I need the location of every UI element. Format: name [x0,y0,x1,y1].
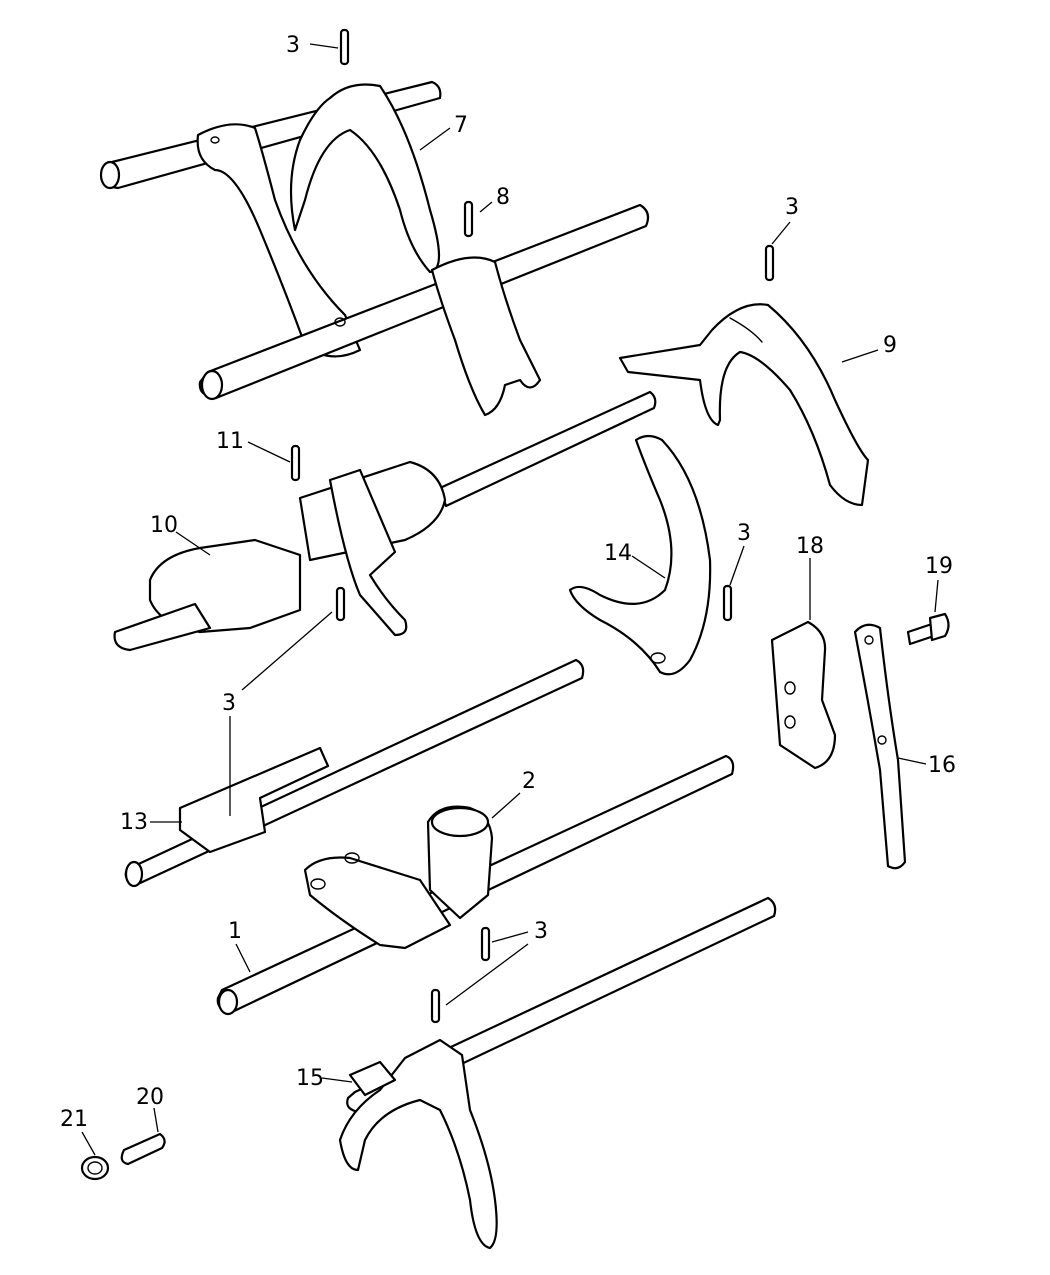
part-3-roll-pin [335,586,346,622]
callout-label: 3 [785,195,799,220]
part-9-shift-fork [618,303,870,507]
callout-label: 8 [496,185,510,210]
part-19-bolt [906,612,950,646]
part-7-shift-fork-assembly [99,80,650,417]
part-3-roll-pin [339,28,350,66]
part-21-bushing [80,1155,110,1181]
callout-label: 10 [150,513,178,538]
part-15-shift-fork-rail [338,896,777,1250]
callout-label: 3 [534,919,548,944]
leader-lines [81,43,939,1156]
callout-label: 16 [928,753,956,778]
part-3-roll-pin [430,988,441,1024]
part-18-interlock-bracket [770,620,837,770]
callout-label: 21 [60,1107,88,1132]
part-13-shift-rail [124,658,585,888]
callout-label: 3 [286,33,300,58]
callout-labels: 3 7 8 3 9 11 10 14 3 18 19 3 2 13 16 1 3… [60,33,956,1132]
callout-label: 3 [222,691,236,716]
callout-label: 14 [604,541,632,566]
part-20-pin [120,1132,166,1166]
callout-label: 7 [454,113,468,138]
part-3-roll-pin [480,926,491,962]
callout-label: 2 [522,769,536,794]
callout-label: 20 [136,1085,164,1110]
part-3-roll-pin [764,244,775,282]
callout-label: 15 [296,1066,324,1091]
callout-label: 18 [796,534,824,559]
part-14-shift-fork [568,434,712,676]
part-3-roll-pin [722,584,733,622]
callout-label: 19 [925,554,953,579]
callout-label: 13 [120,810,148,835]
part-16-plate [853,623,907,870]
callout-label: 11 [216,429,244,454]
part-10-selector-shaft-assembly [113,390,657,652]
callout-label: 3 [737,521,751,546]
part-8-roll-pin [463,200,474,238]
part-11-roll-pin [290,444,301,482]
callout-label: 1 [228,919,242,944]
part-2-shift-lug [303,805,494,950]
callout-label: 9 [883,333,897,358]
